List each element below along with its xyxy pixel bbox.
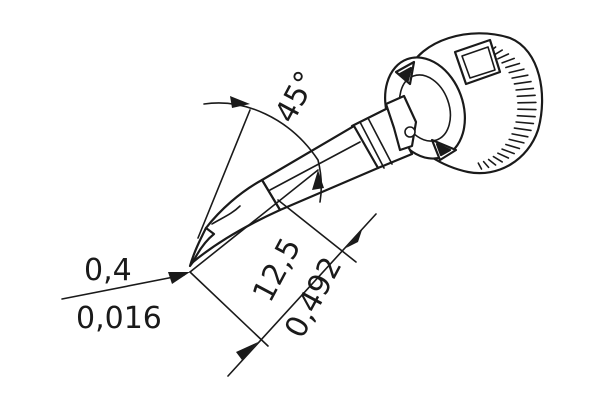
dimension-geometry <box>61 96 377 377</box>
tip-width-leader <box>61 274 185 300</box>
length-arrow-upper <box>346 230 362 248</box>
knurl-ridge <box>511 74 529 79</box>
nut-window-inner <box>461 46 496 79</box>
knurl-ridge <box>505 143 521 150</box>
knurl-ridge <box>497 53 510 60</box>
knurl-ridge <box>511 133 529 138</box>
angle-ray-vertical <box>197 109 251 239</box>
knurl-ridge <box>508 138 525 144</box>
angle-arrow-right <box>312 170 324 190</box>
needle-point <box>188 226 216 268</box>
knurl-ridge <box>487 158 497 166</box>
knurl-ridge <box>513 127 532 132</box>
knurl-ridge <box>516 94 536 98</box>
knurl-ridge <box>477 162 483 170</box>
knurl-ridge <box>482 160 490 169</box>
needle-bevel <box>211 205 241 225</box>
knurl-ridge <box>497 152 510 159</box>
tip-barrel-ridge <box>269 141 361 191</box>
knurl-ridge <box>508 68 525 74</box>
length-dimension-line <box>227 213 377 377</box>
tip-width-arrow <box>168 272 190 284</box>
sleeve-clip-rivet <box>404 126 416 138</box>
knurl-ridge <box>501 148 516 155</box>
angle-arrow-left <box>230 96 250 108</box>
sleeve-collar-band2 <box>367 117 393 165</box>
knurl-ridge <box>516 114 536 118</box>
knurl-ridge <box>515 121 535 125</box>
needle-tip <box>188 178 282 268</box>
knurl-ridge <box>505 62 521 69</box>
knurl-ridge <box>492 155 504 163</box>
knurled-nut <box>384 32 544 175</box>
tip-width-imperial-label: 0,016 <box>76 301 162 336</box>
length-arrow-lower <box>236 342 258 360</box>
knurl-ridge <box>515 87 535 91</box>
knurl-ridge <box>501 57 516 64</box>
sleeve-collar-band1 <box>359 121 385 169</box>
length-extension-tip <box>189 271 269 347</box>
tip-width-metric-label: 0,4 <box>84 253 132 288</box>
length-extension-shoulder <box>277 199 357 263</box>
needle-body <box>191 178 282 264</box>
nut-notch-bottom-shade <box>435 142 452 157</box>
knurl-ridge <box>513 80 532 85</box>
angle-ray-axis <box>189 169 319 273</box>
nut-notch-top-shade <box>398 66 413 82</box>
